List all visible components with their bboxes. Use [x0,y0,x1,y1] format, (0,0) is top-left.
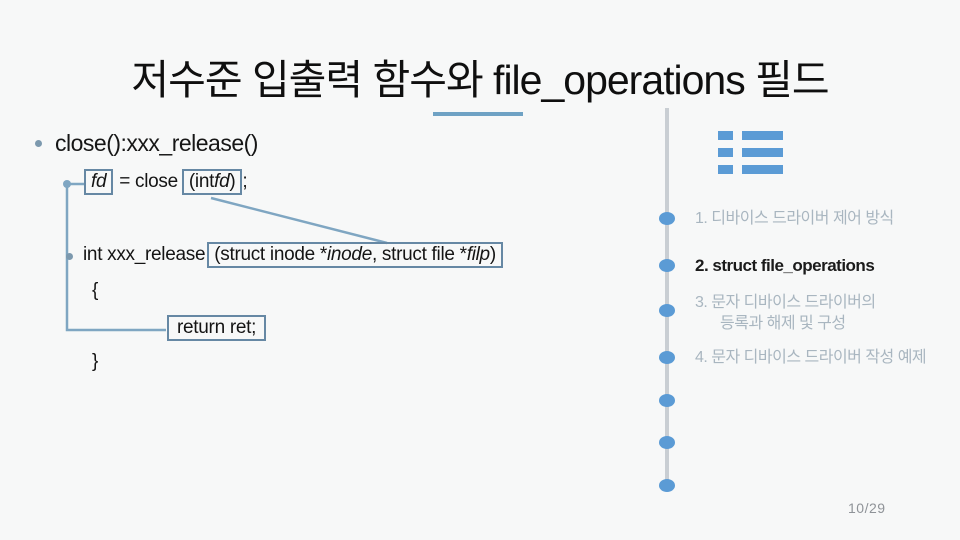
release-prefix: int xxx_release [83,244,206,265]
list-icon-row [718,148,783,157]
assign-text: = close [119,171,178,192]
struct-args-open: (struct inode * [214,244,327,265]
args-var: fd [214,171,230,192]
agenda-item-3-line1: 3. 문자 디바이스 드라이버의 [695,294,876,311]
args-open: (int [188,171,215,192]
args-to-args-connector-line [210,196,388,245]
code-heading: close():xxx_release() [55,130,258,156]
return-callout-box: return ret; [167,315,267,341]
agenda-dot-extra [659,394,675,407]
agenda-dot-1 [659,212,675,225]
agenda-item-4: 4. 문자 디바이스 드라이버 작성 예제 [695,349,927,366]
code-line-release: int xxx_release (struct inode *inode, st… [83,242,503,268]
code-line-close: fd = close (int fd) ; [84,169,248,195]
semicolon: ; [242,171,248,192]
list-icon [718,131,783,182]
agenda-timeline [665,108,669,480]
agenda-dot-2 [659,259,675,272]
struct-args-callout-box: (struct inode *inode, struct file *filp) [207,242,503,268]
open-brace: { [92,280,99,301]
page-title: 저수준 입출력 함수와 file_operations 필드 [131,57,829,103]
agenda-dot-3 [659,304,675,317]
agenda-dot-4 [659,351,675,364]
agenda-dot-extra [659,436,675,449]
int-fd-callout-box: (int fd) [181,169,243,195]
bullet-dot [66,253,73,260]
close-brace: } [92,351,99,372]
struct-args-var1: inode [326,244,372,265]
agenda-item-1: 1. 디바이스 드라이버 제어 방식 [695,210,894,227]
agenda-item-3-line2: 등록과 해제 및 구성 [720,315,846,332]
agenda-dot-extra [659,479,675,492]
page-number: 10/29 [848,500,886,516]
bullet-dot [35,140,42,147]
list-icon-row [718,165,783,174]
args-close: ) [229,171,236,192]
struct-args-close: ) [489,244,496,265]
agenda-item-2-active: 2. struct file_operations [695,256,875,275]
fd-variable: fd [91,171,107,192]
fd-callout-box: fd [84,169,114,195]
struct-args-var2: filp [466,244,490,265]
agenda-item-3: 3. 문자 디바이스 드라이버의 등록과 해제 및 구성 [695,292,876,334]
struct-args-mid: , struct file * [371,244,467,265]
list-icon-row [718,131,783,140]
title-underline [433,112,523,116]
connector-anchor-dot [63,180,71,188]
